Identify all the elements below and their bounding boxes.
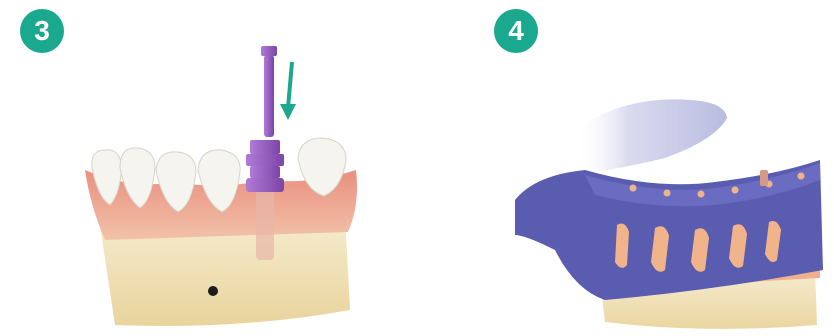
bone-hole [208, 286, 218, 296]
impression-tray-illustration [515, 0, 834, 336]
arrow-down-icon [280, 62, 296, 120]
step-3-badge: 3 [20, 9, 64, 53]
tray-handle [575, 99, 727, 175]
implant-body [256, 190, 274, 260]
coping-pin [760, 170, 768, 186]
impression-coping [246, 46, 284, 192]
jaw-coping-illustration [60, 0, 380, 336]
